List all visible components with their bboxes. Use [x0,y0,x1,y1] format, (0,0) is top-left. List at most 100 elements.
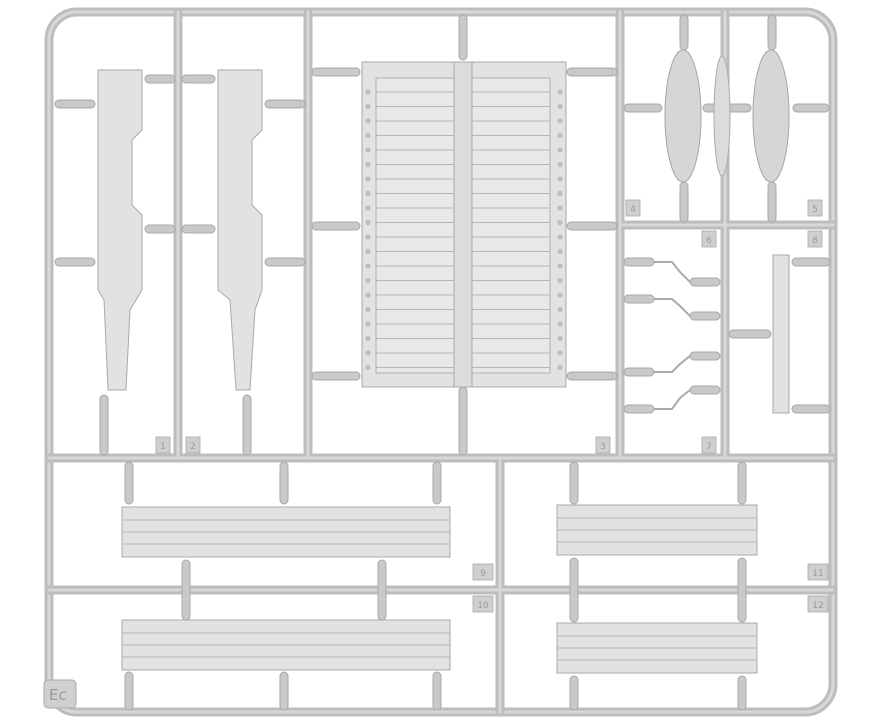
sprue-code: Ec [49,686,67,704]
gate [791,257,831,267]
gate [54,257,96,267]
gate [54,99,96,109]
gate [566,221,618,231]
gate [566,67,618,77]
gate [767,181,777,223]
rivet [557,205,563,211]
rivet [557,249,563,254]
gate [623,404,655,414]
part-5-wheel [752,49,790,183]
tag-10: 10 [472,595,494,613]
tag-box [472,595,494,613]
tag-box [625,199,641,217]
gate [689,311,721,321]
gate [623,103,663,113]
gate [623,294,655,304]
tag-box [472,563,494,581]
gate [279,671,289,711]
rivet [365,249,371,254]
gate [728,329,772,339]
rivet [557,89,563,95]
part-12-plank [556,622,758,674]
rivet [365,321,371,327]
rivet [365,336,371,341]
part-number: 6 [706,236,712,246]
rivet [365,191,371,196]
part-number: 5 [812,205,818,215]
gate [623,367,655,377]
tag-3: 3 [595,436,611,454]
gate [623,257,655,267]
tag-7: 7 [701,436,717,454]
gate [569,675,579,711]
rivet [557,133,563,138]
gate [737,461,747,505]
tag-8: 8 [807,230,823,248]
tag-box [701,230,717,248]
gate [767,14,777,51]
gate [432,461,442,505]
rivet [365,176,371,182]
rivet [365,205,371,211]
tag-5: 5 [807,199,823,217]
rivet [557,365,563,370]
rivet [365,118,371,124]
gate [432,671,442,711]
gate [689,385,721,395]
tag-9: 9 [472,563,494,581]
rivet [365,220,371,225]
gate [311,221,361,231]
rivet [557,104,563,109]
rivet [557,278,563,283]
gate [311,67,361,77]
rivet [365,147,371,153]
part-number: 3 [600,442,606,452]
rivet [365,365,371,370]
gate [679,181,689,223]
tag-box [807,563,829,581]
tag-box [807,230,823,248]
tag-11: 11 [807,563,829,581]
part-4-wheel [664,49,731,183]
rivet [365,234,371,240]
tag-box [595,436,611,454]
tag-2: 2 [185,436,201,454]
part-2-frame [217,69,263,391]
floor-planks [365,89,563,370]
rivet [557,350,563,356]
planks [121,504,758,674]
gate [264,257,306,267]
gate [124,461,134,505]
gate [144,224,176,234]
rivet [365,104,371,109]
rivet [365,307,371,312]
part-8-bar [772,254,790,414]
gate [99,394,109,456]
gate [181,559,191,621]
tag-box [701,436,717,454]
rivet [365,263,371,269]
tag-box [155,436,171,454]
gate [311,371,361,381]
rivet [557,191,563,196]
gate [242,394,252,456]
rivet [557,336,563,341]
gate [144,74,176,84]
sprue-code-label: Ec [43,679,77,709]
part-number: 1 [160,442,166,452]
gate [679,14,689,51]
tag-1: 1 [155,436,171,454]
part-6-7-rods [654,261,691,410]
gate [566,371,618,381]
rivet [557,292,563,298]
part-9-plank [121,506,451,558]
tag-box [185,436,201,454]
gate [181,224,216,234]
gate [689,351,721,361]
tag-4: 4 [625,199,641,217]
gate [792,103,830,113]
rivet [557,147,563,153]
gate [569,461,579,505]
rivet [365,350,371,356]
